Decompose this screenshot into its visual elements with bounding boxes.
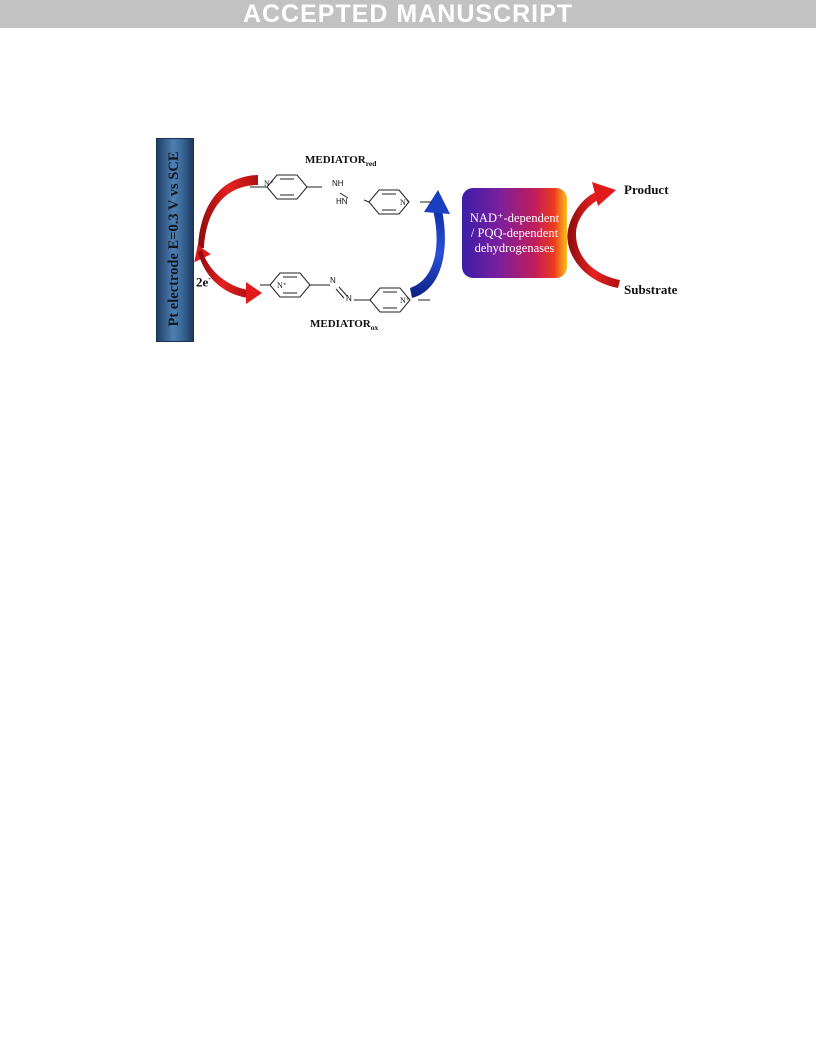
mediator-scheme-figure: Pt electrode E=0.3 V vs SCE: [150, 130, 690, 345]
substrate-label: Substrate: [624, 282, 678, 297]
enzyme-box: NAD⁺-dependent / PQQ-dependent dehydroge…: [462, 188, 567, 278]
n-plus-label: N⁺: [400, 296, 410, 305]
n-plus-label: N⁺: [264, 179, 274, 188]
mediator-ox-label: MEDIATORox: [310, 318, 379, 333]
scheme-graphics: [194, 174, 620, 313]
blue-arrowhead: [424, 190, 450, 214]
red-arrow-substrate-product: [567, 192, 620, 288]
mediator-ox-arrowhead: [246, 282, 262, 304]
azo-n-label: N: [330, 276, 336, 285]
enzyme-line-1: NAD⁺-dependent: [469, 210, 560, 225]
mediator-red-structure: [250, 174, 432, 215]
n-plus-label: N⁺: [400, 198, 410, 207]
accepted-manuscript-banner: ACCEPTED MANUSCRIPT: [0, 0, 816, 28]
mediator-red-label: MEDIATORred: [305, 154, 377, 169]
enzyme-line-3: dehydrogenases: [474, 240, 555, 255]
hn-label: HN: [336, 197, 348, 206]
product-label: Product: [624, 182, 669, 197]
product-arrowhead: [592, 182, 616, 206]
red-arrow-to-electrode: [198, 175, 258, 248]
pt-electrode: [156, 138, 194, 342]
mediator-ox-structure: [260, 272, 430, 313]
red-arrow-to-mediator-ox: [198, 250, 248, 298]
enzyme-line-2: / PQQ-dependent: [470, 225, 559, 240]
n-plus-label: N⁺: [277, 281, 287, 290]
azo-n-label: N: [346, 294, 352, 303]
electrons-label: 2e-: [196, 274, 211, 290]
blue-arrow: [410, 210, 445, 298]
nh-label: NH: [332, 179, 344, 188]
